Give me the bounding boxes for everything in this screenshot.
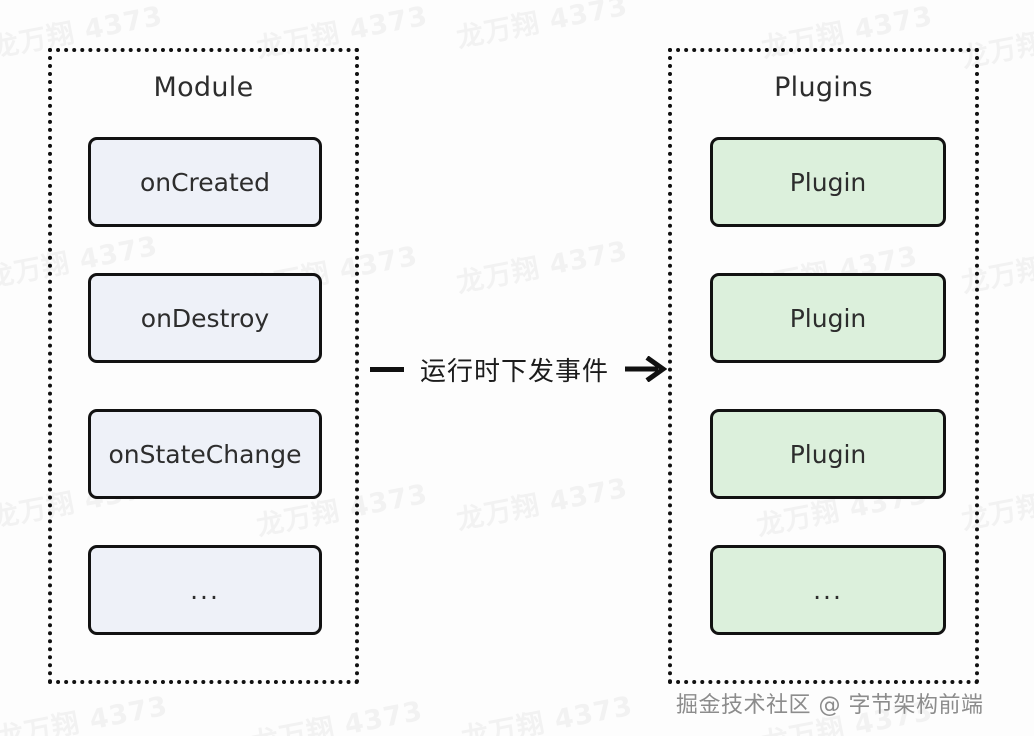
node-plugin-more[interactable]: ... bbox=[710, 545, 946, 635]
node-label: Plugin bbox=[789, 167, 867, 197]
watermark-text: 龙万翔 4373 bbox=[454, 0, 631, 55]
node-on-destroy[interactable]: onDestroy bbox=[88, 273, 322, 363]
watermark-text: 龙万翔 4373 bbox=[459, 690, 636, 736]
panel-plugins-title: Plugins bbox=[774, 72, 873, 103]
node-module-more[interactable]: ... bbox=[88, 545, 322, 635]
panel-module-title: Module bbox=[153, 72, 254, 103]
arrow-right-icon bbox=[625, 356, 668, 382]
watermark-text: 龙万翔 4373 bbox=[249, 695, 426, 736]
panel-plugins: Plugins bbox=[668, 48, 979, 684]
node-label: onStateChange bbox=[108, 439, 302, 469]
node-on-created[interactable]: onCreated bbox=[88, 137, 322, 227]
node-plugin-3[interactable]: Plugin bbox=[710, 409, 946, 499]
node-label: Plugin bbox=[789, 303, 867, 333]
node-label: Plugin bbox=[789, 439, 867, 469]
node-plugin-2[interactable]: Plugin bbox=[710, 273, 946, 363]
node-on-state-change[interactable]: onStateChange bbox=[88, 409, 322, 499]
connector-label: 运行时下发事件 bbox=[420, 356, 610, 387]
connector-line bbox=[370, 366, 404, 372]
watermark-text: 龙万翔 4373 bbox=[454, 235, 631, 300]
watermark-text: 龙万翔 4373 bbox=[0, 690, 171, 736]
node-label: ... bbox=[190, 575, 220, 605]
connector-runtime-event: 运行时下发事件 bbox=[370, 352, 668, 387]
node-label: onCreated bbox=[139, 167, 271, 197]
node-plugin-1[interactable]: Plugin bbox=[710, 137, 946, 227]
watermark-text: 龙万翔 4373 bbox=[454, 472, 631, 537]
node-label: ... bbox=[813, 575, 843, 605]
attribution-text: 掘金技术社区 @ 字节架构前端 bbox=[676, 693, 984, 718]
panel-module: Module bbox=[48, 48, 359, 684]
node-label: onDestroy bbox=[140, 303, 270, 333]
